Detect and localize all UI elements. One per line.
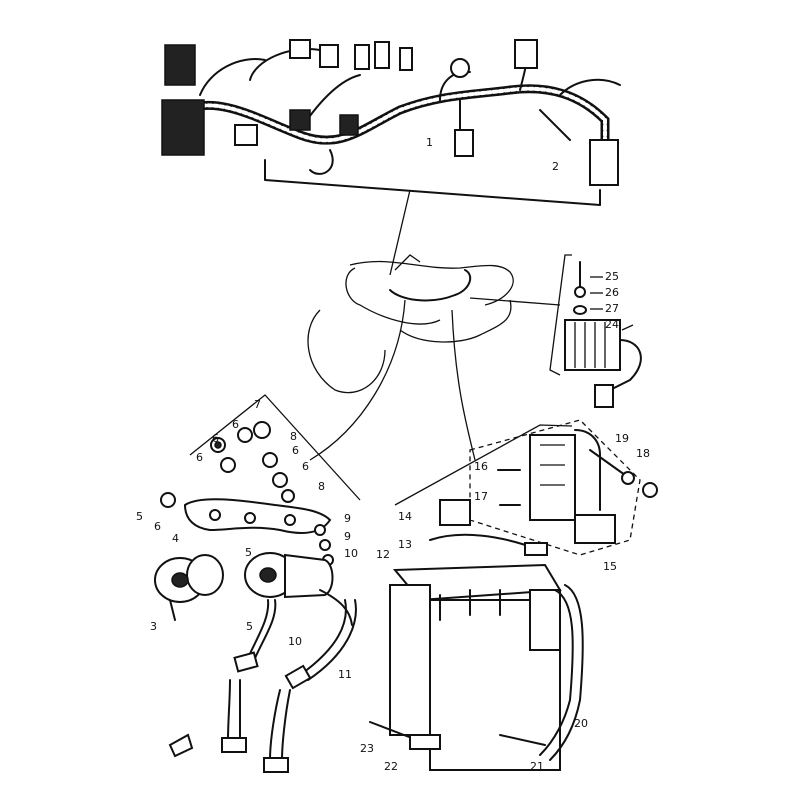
callout-label: 22 bbox=[384, 760, 398, 773]
callout-label: 3 bbox=[150, 620, 157, 633]
callout-label: 1 bbox=[426, 136, 433, 149]
leader-regulator bbox=[469, 297, 561, 306]
callout-label: 12 bbox=[376, 548, 390, 561]
callout-label: 8 bbox=[290, 430, 297, 443]
callout-label: 17 bbox=[474, 490, 488, 503]
motorcycle-outline bbox=[307, 254, 514, 394]
leader-battery bbox=[451, 309, 476, 461]
callout-label: 9 bbox=[344, 530, 351, 543]
callout-label: 14 bbox=[398, 510, 412, 523]
callout-label: 5 bbox=[245, 546, 252, 559]
callout-label: 9 bbox=[344, 512, 351, 525]
callout-label: 18 bbox=[636, 447, 650, 460]
callout-label: 6 bbox=[212, 432, 219, 445]
callout-label: 13 bbox=[398, 538, 412, 551]
callout-label: 6 bbox=[302, 460, 309, 473]
callout-label: 5 bbox=[136, 510, 143, 523]
callout-label: 25 bbox=[605, 270, 619, 283]
leader-harness bbox=[389, 189, 411, 276]
callout-labels: 1 2 3 4 5 5 5 6 6 6 6 6 6 7 8 8 9 9 10 1… bbox=[136, 136, 650, 773]
callout-label: 6 bbox=[154, 520, 161, 533]
callout-label: 6 bbox=[196, 451, 203, 464]
battery-assembly bbox=[369, 419, 658, 771]
callout-label: 5 bbox=[246, 620, 253, 633]
switch-assembly bbox=[154, 394, 361, 773]
callout-label: 21 bbox=[530, 760, 544, 773]
callout-label: 7 bbox=[254, 398, 261, 411]
callout-label: 19 bbox=[615, 432, 629, 445]
callout-label: 6 bbox=[232, 418, 239, 431]
callout-label: 6 bbox=[292, 444, 299, 457]
callout-label: 23 bbox=[360, 742, 374, 755]
regulator-assembly bbox=[549, 254, 642, 408]
callout-label: 15 bbox=[603, 560, 617, 573]
callout-label: 11 bbox=[338, 668, 352, 681]
leader-switches bbox=[309, 299, 406, 461]
callout-label: 8 bbox=[318, 480, 325, 493]
callout-label: 27 bbox=[605, 302, 619, 315]
callout-label: 4 bbox=[172, 532, 179, 545]
callout-label: 10 bbox=[288, 635, 302, 648]
callout-label: 10 bbox=[344, 547, 358, 560]
callout-label: 26 bbox=[605, 286, 619, 299]
callout-label: 24 bbox=[605, 318, 619, 331]
callout-label: 16 bbox=[474, 460, 488, 473]
wire-harness bbox=[161, 39, 621, 206]
callout-label: 2 bbox=[552, 160, 559, 173]
callout-label: 20 bbox=[574, 717, 588, 730]
